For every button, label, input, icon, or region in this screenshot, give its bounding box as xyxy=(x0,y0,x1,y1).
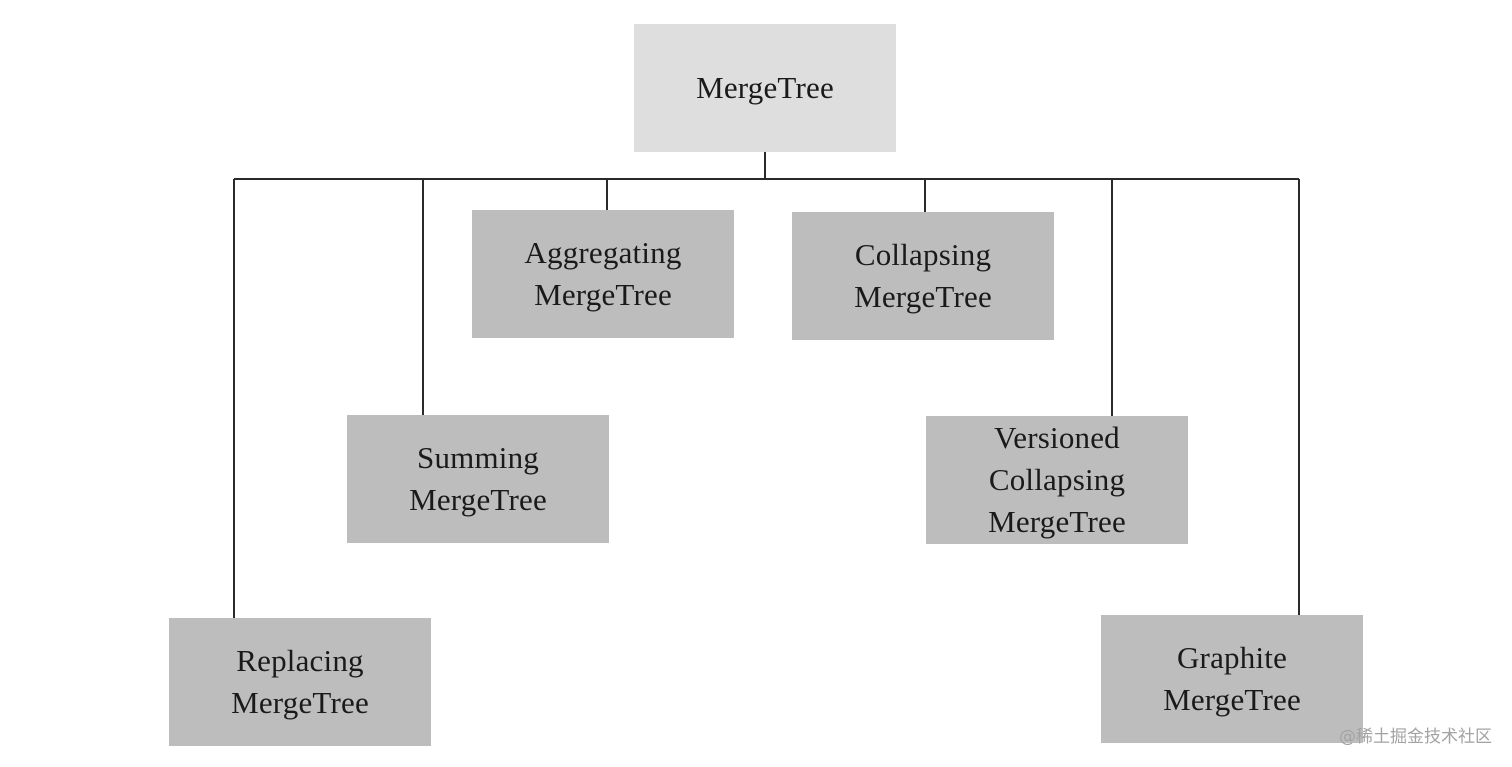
node-versioned-collapsing-mergetree: Versioned Collapsing MergeTree xyxy=(926,416,1188,544)
node-label-line: Collapsing xyxy=(854,237,992,272)
node-label-line: MergeTree xyxy=(854,279,992,314)
node-label-line: MergeTree xyxy=(696,70,834,105)
node-summing-mergetree: Summing MergeTree xyxy=(347,415,609,543)
node-label-line: Versioned xyxy=(994,420,1120,455)
node-label-line: Replacing xyxy=(236,643,364,678)
node-label-line: MergeTree xyxy=(409,482,547,517)
node-label-line: MergeTree xyxy=(534,277,672,312)
node-graphite-mergetree: Graphite MergeTree xyxy=(1101,615,1363,743)
node-label-line: MergeTree xyxy=(988,504,1126,539)
node-label-line: Graphite xyxy=(1176,640,1288,675)
node-label-line: Collapsing xyxy=(988,462,1126,497)
node-aggregating-mergetree: Aggregating MergeTree xyxy=(472,210,734,338)
node-label-line: MergeTree xyxy=(1163,682,1301,717)
node-label-line: Aggregating xyxy=(524,235,682,270)
node-label-line: Summing xyxy=(417,440,539,475)
watermark: @稀土掘金技术社区 xyxy=(1339,727,1492,747)
node-collapsing-mergetree: Collapsing MergeTree xyxy=(792,212,1054,340)
node-mergetree: MergeTree xyxy=(634,24,896,152)
node-label-line: MergeTree xyxy=(231,685,369,720)
node-replacing-mergetree: Replacing MergeTree xyxy=(169,618,431,746)
